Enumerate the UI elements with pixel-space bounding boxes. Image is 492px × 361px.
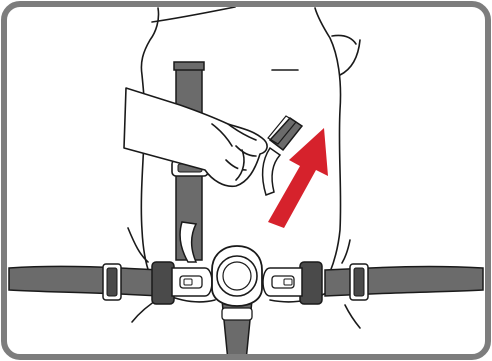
right-waist-strap bbox=[325, 267, 483, 297]
crotch-strap bbox=[222, 300, 252, 361]
buckle-icon bbox=[212, 246, 262, 306]
left-waist-adjuster bbox=[103, 264, 121, 300]
right-waist-adjuster bbox=[350, 264, 368, 300]
left-waist-strap bbox=[9, 267, 160, 297]
